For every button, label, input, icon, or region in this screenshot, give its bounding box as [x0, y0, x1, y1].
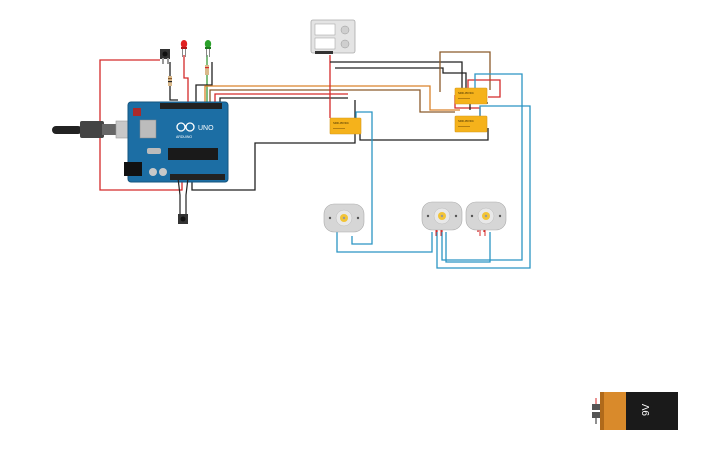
wire-red-long[interactable]: [214, 93, 348, 103]
wire-red-loop[interactable]: [99, 59, 183, 191]
motor-3[interactable]: [465, 201, 507, 231]
resistor[interactable]: [168, 76, 172, 86]
led-green[interactable]: [204, 40, 212, 57]
arduino-board[interactable]: UNO ARDUINO: [124, 101, 229, 183]
wire-button-bottom: [177, 177, 189, 214]
wire-brown-long[interactable]: [209, 89, 455, 113]
relay-1[interactable]: SRD-05VDC: [329, 117, 362, 135]
battery-9v[interactable]: 9V: [592, 392, 678, 430]
wire-black-led[interactable]: [195, 62, 213, 103]
wire-orange-long[interactable]: [204, 85, 460, 111]
wire-blue-motor-1b[interactable]: [336, 232, 433, 253]
motor-1[interactable]: [323, 203, 365, 233]
relay-1-label: SRD-05VDC: [333, 121, 349, 125]
wire-black-lcd[interactable]: [330, 61, 463, 100]
wire-red-led[interactable]: [183, 55, 189, 103]
relay-2-label: SRD-05VDC: [458, 91, 474, 95]
wire-brown-top[interactable]: [439, 51, 491, 92]
wire-blue-motor-2[interactable]: [441, 73, 523, 261]
push-button-top[interactable]: [160, 49, 170, 64]
push-button-bottom[interactable]: [177, 177, 189, 224]
arduino-label: UNO: [198, 125, 214, 132]
battery-label: 9V: [641, 403, 652, 416]
lcd-module[interactable]: [310, 19, 356, 54]
led-red[interactable]: [180, 40, 188, 57]
motor-2[interactable]: [421, 201, 463, 231]
wire-black-gnd[interactable]: [191, 100, 356, 191]
wire-blue-motor-3[interactable]: [436, 105, 531, 269]
motor-terminals: [435, 230, 486, 236]
wire-black-button[interactable]: [169, 62, 178, 101]
relay-3[interactable]: SRD-05VDC: [454, 115, 488, 133]
wire-blue-motor-1[interactable]: [351, 111, 373, 245]
wire-red-right[interactable]: [467, 79, 501, 98]
relay-3-label: SRD-05VDC: [458, 119, 474, 123]
arduino-logo-icon: [176, 122, 195, 132]
wires: [99, 51, 531, 269]
relay-2[interactable]: SRD-05VDC: [454, 87, 488, 105]
resistor-led[interactable]: [205, 65, 209, 75]
wire-black-lcd-2[interactable]: [335, 67, 467, 92]
wire-black-long[interactable]: [219, 97, 348, 103]
wire-blue-motor-3b[interactable]: [445, 232, 491, 263]
arduino-brand: ARDUINO: [176, 135, 192, 139]
